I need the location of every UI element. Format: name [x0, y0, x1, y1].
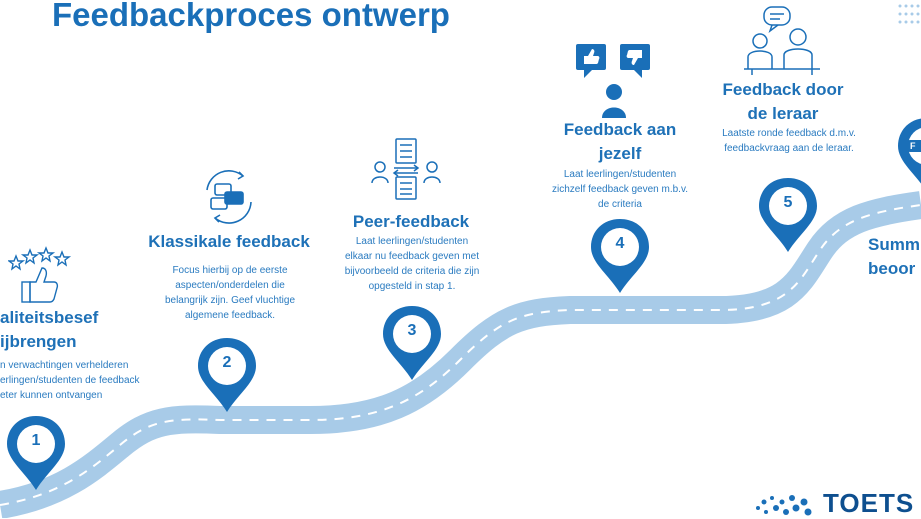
step-4-desc-line: de criteria [598, 199, 642, 210]
map-pin-icon [7, 416, 65, 490]
step-3-number: 3 [407, 322, 417, 339]
step-5-title-line: Feedback door [722, 80, 844, 99]
brand-name: TOETS [823, 488, 915, 518]
step-1-desc-line: erlingen/studenten de feedback [0, 375, 140, 386]
step-4-pin: 4 [589, 217, 651, 297]
step-5-description: Laatste ronde feedback d.m.v. feedbackvr… [703, 126, 875, 156]
peer-exchange-icon [371, 138, 441, 200]
step-5-desc-line: Laatste ronde feedback d.m.v. [722, 128, 856, 139]
step-2-pin: 2 [196, 336, 258, 416]
step-6-title: Summ beoor [868, 233, 920, 281]
step-3-desc-line: Laat leerlingen/studenten [355, 236, 469, 247]
step-4-title: Feedback aan jezelf [540, 118, 700, 166]
step-5-title-line: de leraar [747, 104, 819, 123]
step-3-desc-line: bijvoorbeeld de criteria die zijn [344, 266, 480, 277]
page-title: Feedbackproces ontwerp [52, 0, 450, 33]
step-4-desc-line: zichzelf feedback geven m.b.v. [552, 184, 688, 195]
step-5-desc-line: feedbackvraag aan de leraar. [724, 143, 854, 154]
self-reflection-icon [576, 44, 650, 118]
step-5-pin: 5 [757, 176, 819, 256]
map-pin-icon [591, 219, 649, 293]
step-2-number: 2 [222, 354, 232, 371]
step-6-title-line: Summ [868, 235, 920, 254]
step-6-badge: F [910, 141, 916, 151]
step-6-pin: F [896, 116, 921, 196]
map-pin-icon [198, 338, 256, 412]
step-6-title-line: beoor [868, 259, 916, 278]
step-2-desc-line: algemene feedback. [184, 310, 276, 321]
step-2-desc-line: belangrijk zijn. Geef vluchtige [164, 295, 296, 306]
step-2-description: Focus hierbij op de eerste aspecten/onde… [145, 263, 315, 323]
step-3-desc-line: opgesteld in stap 1. [368, 281, 456, 292]
thumbs-up-stars-icon [8, 246, 72, 303]
step-2-desc-line: aspecten/onderdelen die [175, 280, 285, 291]
step-1-title-line: aliteitsbesef [0, 308, 99, 327]
step-1-title: aliteitsbesef ijbrengen [0, 306, 98, 354]
step-1-pin: 1 [5, 414, 67, 494]
teacher-student-icon [744, 6, 820, 75]
brand-logo-icon [756, 495, 812, 516]
step-4-description: Laat leerlingen/studenten zichzelf feedb… [540, 167, 700, 212]
chat-cycle-icon [206, 170, 252, 224]
step-1-description: n verwachtingen verhelderen erlingen/stu… [0, 358, 140, 403]
step-1-number: 1 [31, 432, 41, 449]
map-pin-icon [759, 178, 817, 252]
step-4-number: 4 [615, 235, 625, 252]
step-1-title-line: ijbrengen [0, 332, 77, 351]
map-pin-icon [898, 118, 921, 184]
decorative-dots-icon [898, 4, 920, 24]
step-5-number: 5 [783, 194, 793, 211]
step-2-title: Klassikale feedback [148, 232, 310, 251]
step-2-desc-line: Focus hierbij op de eerste [172, 265, 288, 276]
step-4-title-line: jezelf [598, 144, 642, 163]
step-4-title-line: Feedback aan [563, 120, 677, 139]
step-5-title: Feedback door de leraar [703, 78, 863, 126]
step-3-pin: 3 [381, 304, 443, 384]
step-3-desc-line: elkaar nu feedback geven met [345, 251, 479, 262]
step-1-desc-line: n verwachtingen verhelderen [0, 360, 129, 371]
map-pin-icon [383, 306, 441, 380]
step-4-desc-line: Laat leerlingen/studenten [563, 169, 677, 180]
step-3-description: Laat leerlingen/studenten elkaar nu feed… [330, 234, 494, 294]
step-3-title: Peer-feedback [352, 212, 470, 231]
step-1-desc-line: eter kunnen ontvangen [0, 390, 103, 401]
